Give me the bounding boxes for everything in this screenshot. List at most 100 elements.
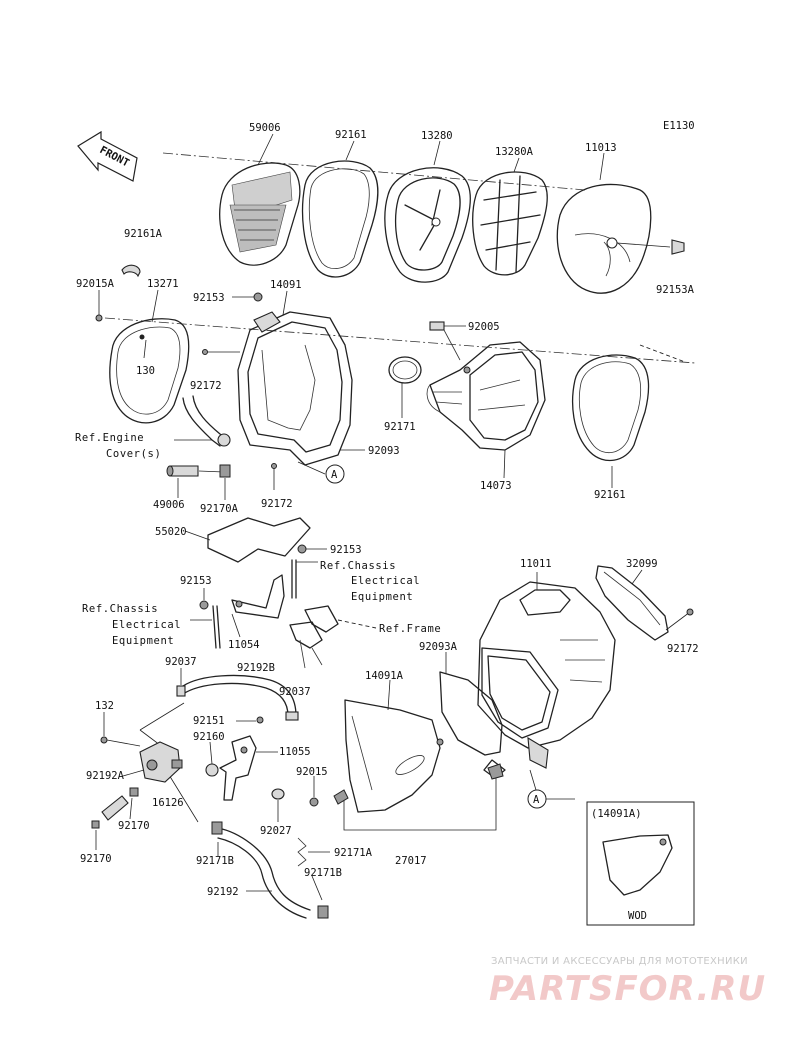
- label-11013: 11013: [585, 142, 617, 154]
- part-132-bolt: [100, 736, 108, 744]
- ref-chassis-right-line1: Ref.Chassis: [320, 560, 396, 572]
- label-92171: 92171: [384, 421, 416, 433]
- ref-chassis-left-line2: Electrical: [112, 619, 181, 631]
- label-92037-a: 92037: [165, 656, 197, 668]
- label-32099: 32099: [626, 558, 658, 570]
- part-92170-clip-a: [129, 787, 139, 797]
- label-14091A: 14091A: [365, 670, 404, 682]
- label-92153-b: 92153: [330, 544, 362, 556]
- part-92151-bolt: [256, 716, 264, 724]
- part-11013-cover: [556, 183, 685, 294]
- part-92153-bolt-a: [253, 292, 263, 302]
- label-92161A: 92161A: [124, 228, 163, 240]
- part-49006-tube: [166, 464, 231, 478]
- label-92172-c: 92172: [667, 643, 699, 655]
- watermark-tagline: ЗАПЧАСТИ И АКСЕССУАРЫ ДЛЯ МОТОТЕХНИКИ: [491, 956, 748, 967]
- label-16126: 16126: [152, 797, 184, 809]
- part-92015A-nut: [95, 314, 103, 322]
- label-92171A: 92171A: [334, 847, 373, 859]
- label-92015A: 92015A: [76, 278, 115, 290]
- callout-a-lower-letter: A: [533, 794, 540, 806]
- label-13271: 13271: [147, 278, 179, 290]
- label-27017: 27017: [395, 855, 427, 867]
- part-92005-fitting: [429, 321, 466, 361]
- part-92171-clamp: [388, 356, 422, 418]
- ref-frame: Ref.Frame: [379, 623, 441, 635]
- label-13280A: 13280A: [495, 146, 534, 158]
- inset-title: (14091A): [591, 808, 642, 820]
- label-92027: 92027: [260, 825, 292, 837]
- part-59006-screen: [219, 162, 301, 266]
- label-92005: 92005: [468, 321, 500, 333]
- part-92192B-hose: [176, 674, 299, 721]
- label-92171B-a: 92171B: [196, 855, 234, 867]
- label-11055: 11055: [279, 746, 311, 758]
- part-hose-engine: [182, 395, 231, 447]
- ref-chassis-left-line1: Ref.Chassis: [82, 603, 158, 615]
- label-92153A: 92153A: [656, 284, 695, 296]
- part-13280A-cage: [472, 171, 548, 276]
- part-92153-bolt-b: [297, 544, 307, 554]
- label-92015: 92015: [296, 766, 328, 778]
- part-14073-duct: [426, 341, 546, 451]
- label-14091: 14091: [270, 279, 302, 291]
- part-14091A-cover: [344, 699, 444, 813]
- label-130: 130: [136, 365, 155, 377]
- label-92153-a: 92153: [193, 292, 225, 304]
- part-13271-gasket: [109, 318, 190, 424]
- watermark-brand: PARTSFOR.RU: [489, 969, 766, 1009]
- label-11054: 11054: [228, 639, 260, 651]
- ref-chassis-right-line3: Equipment: [351, 591, 413, 603]
- label-49006: 49006: [153, 499, 185, 511]
- label-92192: 92192: [207, 886, 239, 898]
- part-32099-cover: [595, 565, 669, 641]
- label-92170-b: 92170: [80, 853, 112, 865]
- label-14073: 14073: [480, 480, 512, 492]
- label-55020: 55020: [155, 526, 187, 538]
- label-92161-top: 92161: [335, 129, 367, 141]
- part-92027-collar: [271, 788, 285, 800]
- ref-engine-cover-line2: Cover(s): [106, 448, 161, 460]
- label-92192A: 92192A: [86, 770, 125, 782]
- part-11055-bracket: [219, 735, 257, 801]
- label-92161-b: 92161: [594, 489, 626, 501]
- part-13280-frame: [384, 167, 472, 283]
- label-92192B: 92192B: [237, 662, 275, 674]
- label-92093A: 92093A: [419, 641, 458, 653]
- part-27017-clip: [333, 789, 349, 805]
- part-11011-airbox: [477, 581, 616, 779]
- part-92153-bolt-c: [199, 600, 209, 610]
- part-92161-gasket-top: [301, 160, 379, 278]
- leader-lines-top: [257, 133, 605, 181]
- label-59006: 59006: [249, 122, 281, 134]
- ref-engine-cover-line1: Ref.Engine: [75, 432, 144, 444]
- label-92172-b: 92172: [261, 498, 293, 510]
- label-92170-a: 92170: [118, 820, 150, 832]
- part-11054-bracket: [212, 559, 297, 649]
- callout-a-upper-letter: A: [331, 469, 338, 481]
- part-92170-clip-b: [91, 820, 100, 829]
- ref-chassis-right-line2: Electrical: [351, 575, 420, 587]
- part-frame-brackets: [289, 605, 377, 669]
- label-92170A: 92170A: [200, 503, 239, 515]
- part-92160-grommet: [205, 763, 219, 777]
- part-hose-clip: [121, 264, 141, 278]
- alignment-lines: [104, 152, 696, 364]
- label-11011: 11011: [520, 558, 552, 570]
- label-132: 132: [95, 700, 114, 712]
- label-13280: 13280: [421, 130, 453, 142]
- diagram-code: E1130: [663, 120, 695, 132]
- label-92151: 92151: [193, 715, 225, 727]
- label-92172-a: 92172: [190, 380, 222, 392]
- label-92160: 92160: [193, 731, 225, 743]
- label-92037-b: 92037: [279, 686, 311, 698]
- part-55020-plate: [207, 517, 311, 563]
- part-92161-gasket-right: [572, 354, 650, 462]
- inset-14091A-wod: (14091A) WOD: [586, 801, 695, 926]
- part-92192-hose: [211, 821, 329, 919]
- label-92171B-b: 92171B: [304, 867, 342, 879]
- part-92093A-gasket: [439, 671, 503, 756]
- part-14091-housing: [237, 311, 353, 466]
- part-16126-valve: [139, 741, 183, 783]
